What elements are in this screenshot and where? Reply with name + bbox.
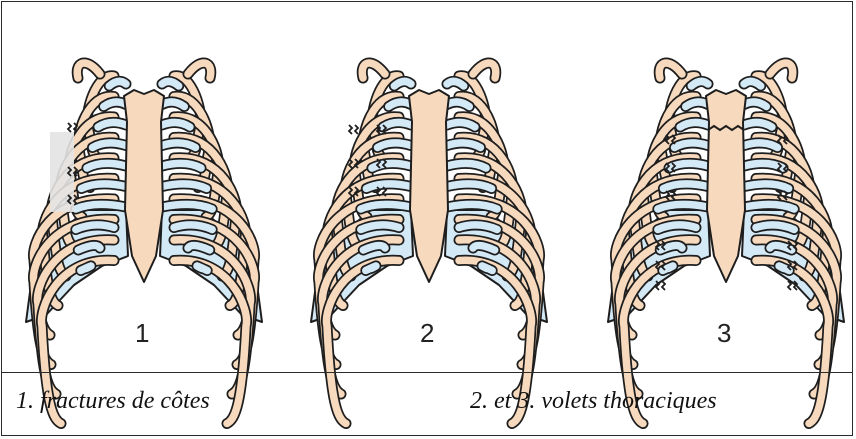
fracture-mark <box>383 125 386 134</box>
cartilage-segment <box>394 81 411 86</box>
rib-bone <box>326 260 399 423</box>
fracture-mark <box>383 187 386 196</box>
fracture-mark <box>74 195 77 204</box>
caption-flail-chest: 2. et 3. volets thoraciques <box>470 387 717 416</box>
figure-number-2: 2 <box>420 320 434 346</box>
fracture-mark <box>794 261 797 270</box>
fracture-mark <box>778 191 781 200</box>
cartilage-segment <box>197 266 207 271</box>
cartilage-segment <box>691 81 708 86</box>
cartilage-segment <box>188 245 210 250</box>
cartilage-segment <box>109 81 126 86</box>
rib-cage-figure-3 <box>598 60 854 350</box>
fracture-mark <box>662 261 665 270</box>
fracture-mark <box>349 125 352 134</box>
rib-cage-illustration-1 <box>16 60 272 350</box>
fracture-mark <box>377 159 380 168</box>
fracture-mark <box>68 195 71 204</box>
fracture-mark <box>355 187 358 196</box>
cartilage-segment <box>162 81 179 86</box>
fracture-mark <box>784 135 787 144</box>
rib-cage-figure-1 <box>16 60 272 350</box>
fracture-mark <box>377 125 380 134</box>
sternum <box>124 90 164 282</box>
rib-cage-illustration-3 <box>598 60 854 350</box>
fracture-mark <box>656 241 659 250</box>
fracture-mark <box>349 187 352 196</box>
cartilage-segment <box>447 81 464 86</box>
rib-cage-figure-2 <box>301 60 557 350</box>
fracture-mark <box>666 191 669 200</box>
fracture-mark <box>788 241 791 250</box>
sternum <box>409 90 449 282</box>
cartilage-segment <box>366 266 376 271</box>
rib-cage <box>608 63 844 424</box>
figure-number-3: 3 <box>717 320 731 346</box>
cartilage-segment <box>744 81 761 86</box>
fracture-mark <box>355 159 358 168</box>
fracture-mark <box>662 241 665 250</box>
fracture-mark <box>349 159 352 168</box>
figure-number-1: 1 <box>135 320 149 346</box>
rib-cage <box>26 63 262 424</box>
caption-divider <box>2 372 852 373</box>
rib-cage-illustration-2 <box>301 60 557 350</box>
fracture-mark <box>68 167 71 176</box>
fracture-mark <box>74 167 77 176</box>
cartilage-segment <box>81 266 91 271</box>
fracture-mark <box>662 281 665 290</box>
fracture-mark <box>784 191 787 200</box>
fracture-mark <box>666 163 669 172</box>
rib-cage <box>311 63 547 424</box>
cartilage-segment <box>363 245 385 250</box>
cartilage-segment <box>78 245 100 250</box>
fracture-mark <box>666 135 669 144</box>
fracture-mark <box>377 187 380 196</box>
fracture-mark <box>656 261 659 270</box>
rib-bone <box>756 260 829 423</box>
cartilage-segment <box>482 266 492 271</box>
fracture-mark <box>383 159 386 168</box>
fracture-mark <box>794 241 797 250</box>
fracture-mark <box>784 163 787 172</box>
fracture-mark <box>672 135 675 144</box>
fracture-mark <box>788 261 791 270</box>
sternum <box>706 90 746 282</box>
fracture-mark <box>68 123 71 132</box>
fracture-mark <box>355 125 358 134</box>
cartilage-segment <box>473 245 495 250</box>
fracture-mark <box>672 191 675 200</box>
contusion-shading <box>50 132 74 212</box>
fracture-mark <box>656 281 659 290</box>
fracture-mark <box>794 281 797 290</box>
caption-rib-fractures: 1. fractures de côtes <box>16 387 210 416</box>
fracture-mark <box>74 123 77 132</box>
fracture-mark <box>788 281 791 290</box>
fracture-mark <box>778 163 781 172</box>
fracture-mark <box>778 135 781 144</box>
fracture-mark <box>672 163 675 172</box>
